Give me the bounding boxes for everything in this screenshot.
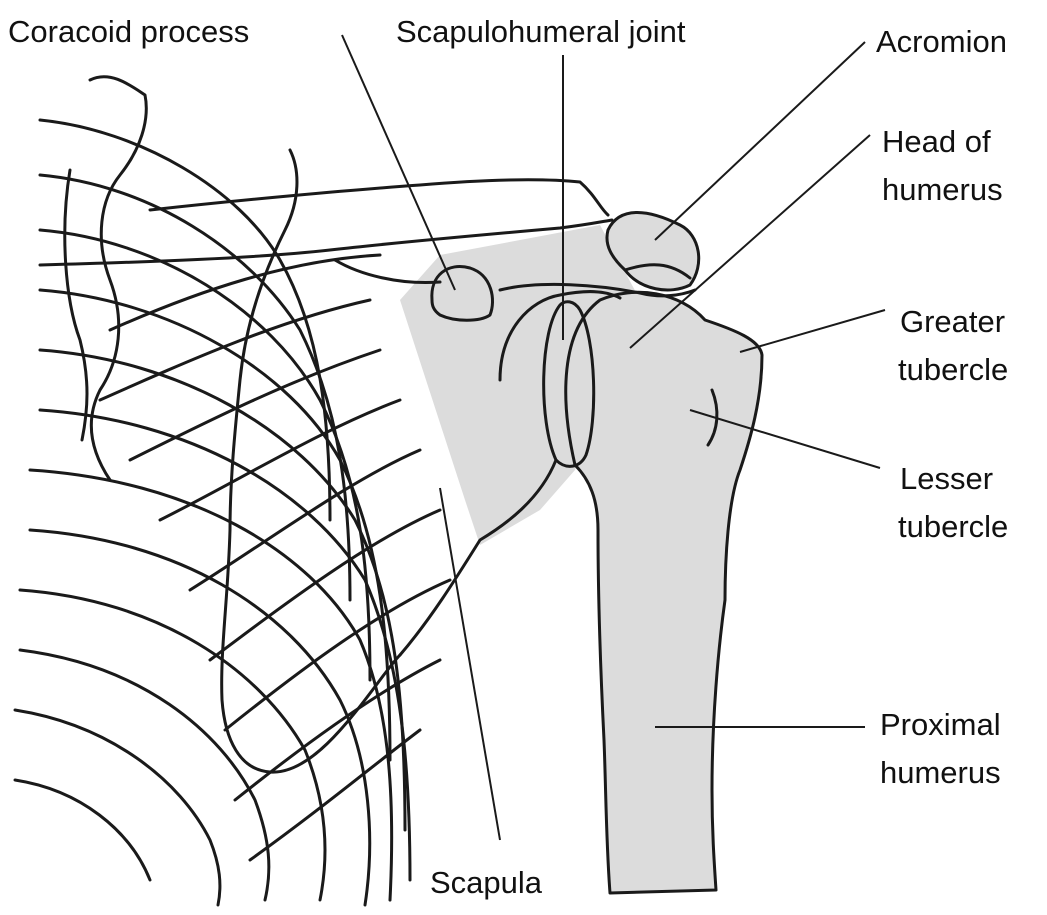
rib: [15, 780, 150, 880]
label-greater-tubercle-1: Greater: [900, 304, 1005, 339]
rib: [160, 400, 400, 520]
rib: [235, 660, 440, 800]
leader-greater-tubercle: [740, 310, 885, 352]
rib: [20, 590, 325, 900]
label-head-of-humerus-1: Head of: [882, 124, 991, 159]
rib: [40, 290, 390, 760]
label-proximal-humerus-2: humerus: [880, 755, 1001, 790]
label-greater-tubercle-2: tubercle: [898, 352, 1008, 387]
rib: [40, 120, 330, 520]
rib: [210, 510, 440, 660]
rib-cage: [15, 120, 450, 905]
vertebral-column-edge: [65, 170, 87, 440]
rib: [250, 730, 420, 860]
label-coracoid-process: Coracoid process: [8, 14, 249, 49]
clavicle-upper: [150, 180, 608, 215]
label-proximal-humerus-1: Proximal: [880, 707, 1001, 742]
label-acromion: Acromion: [876, 24, 1007, 59]
leader-coracoid: [342, 35, 455, 290]
leader-acromion: [655, 42, 865, 240]
rib: [100, 300, 370, 400]
coracoid-shape: [432, 267, 493, 321]
rib: [30, 470, 392, 900]
label-lesser-tubercle-2: tubercle: [898, 509, 1008, 544]
label-scapula: Scapula: [430, 865, 543, 900]
rib: [225, 580, 450, 730]
humerus-shape: [566, 292, 762, 893]
rib: [20, 650, 269, 900]
label-scapulohumeral-joint: Scapulohumeral joint: [396, 14, 686, 49]
label-lesser-tubercle-1: Lesser: [900, 461, 993, 496]
rib: [40, 410, 410, 880]
leader-scapula: [440, 488, 500, 840]
label-head-of-humerus-2: humerus: [882, 172, 1003, 207]
rib: [15, 710, 220, 905]
